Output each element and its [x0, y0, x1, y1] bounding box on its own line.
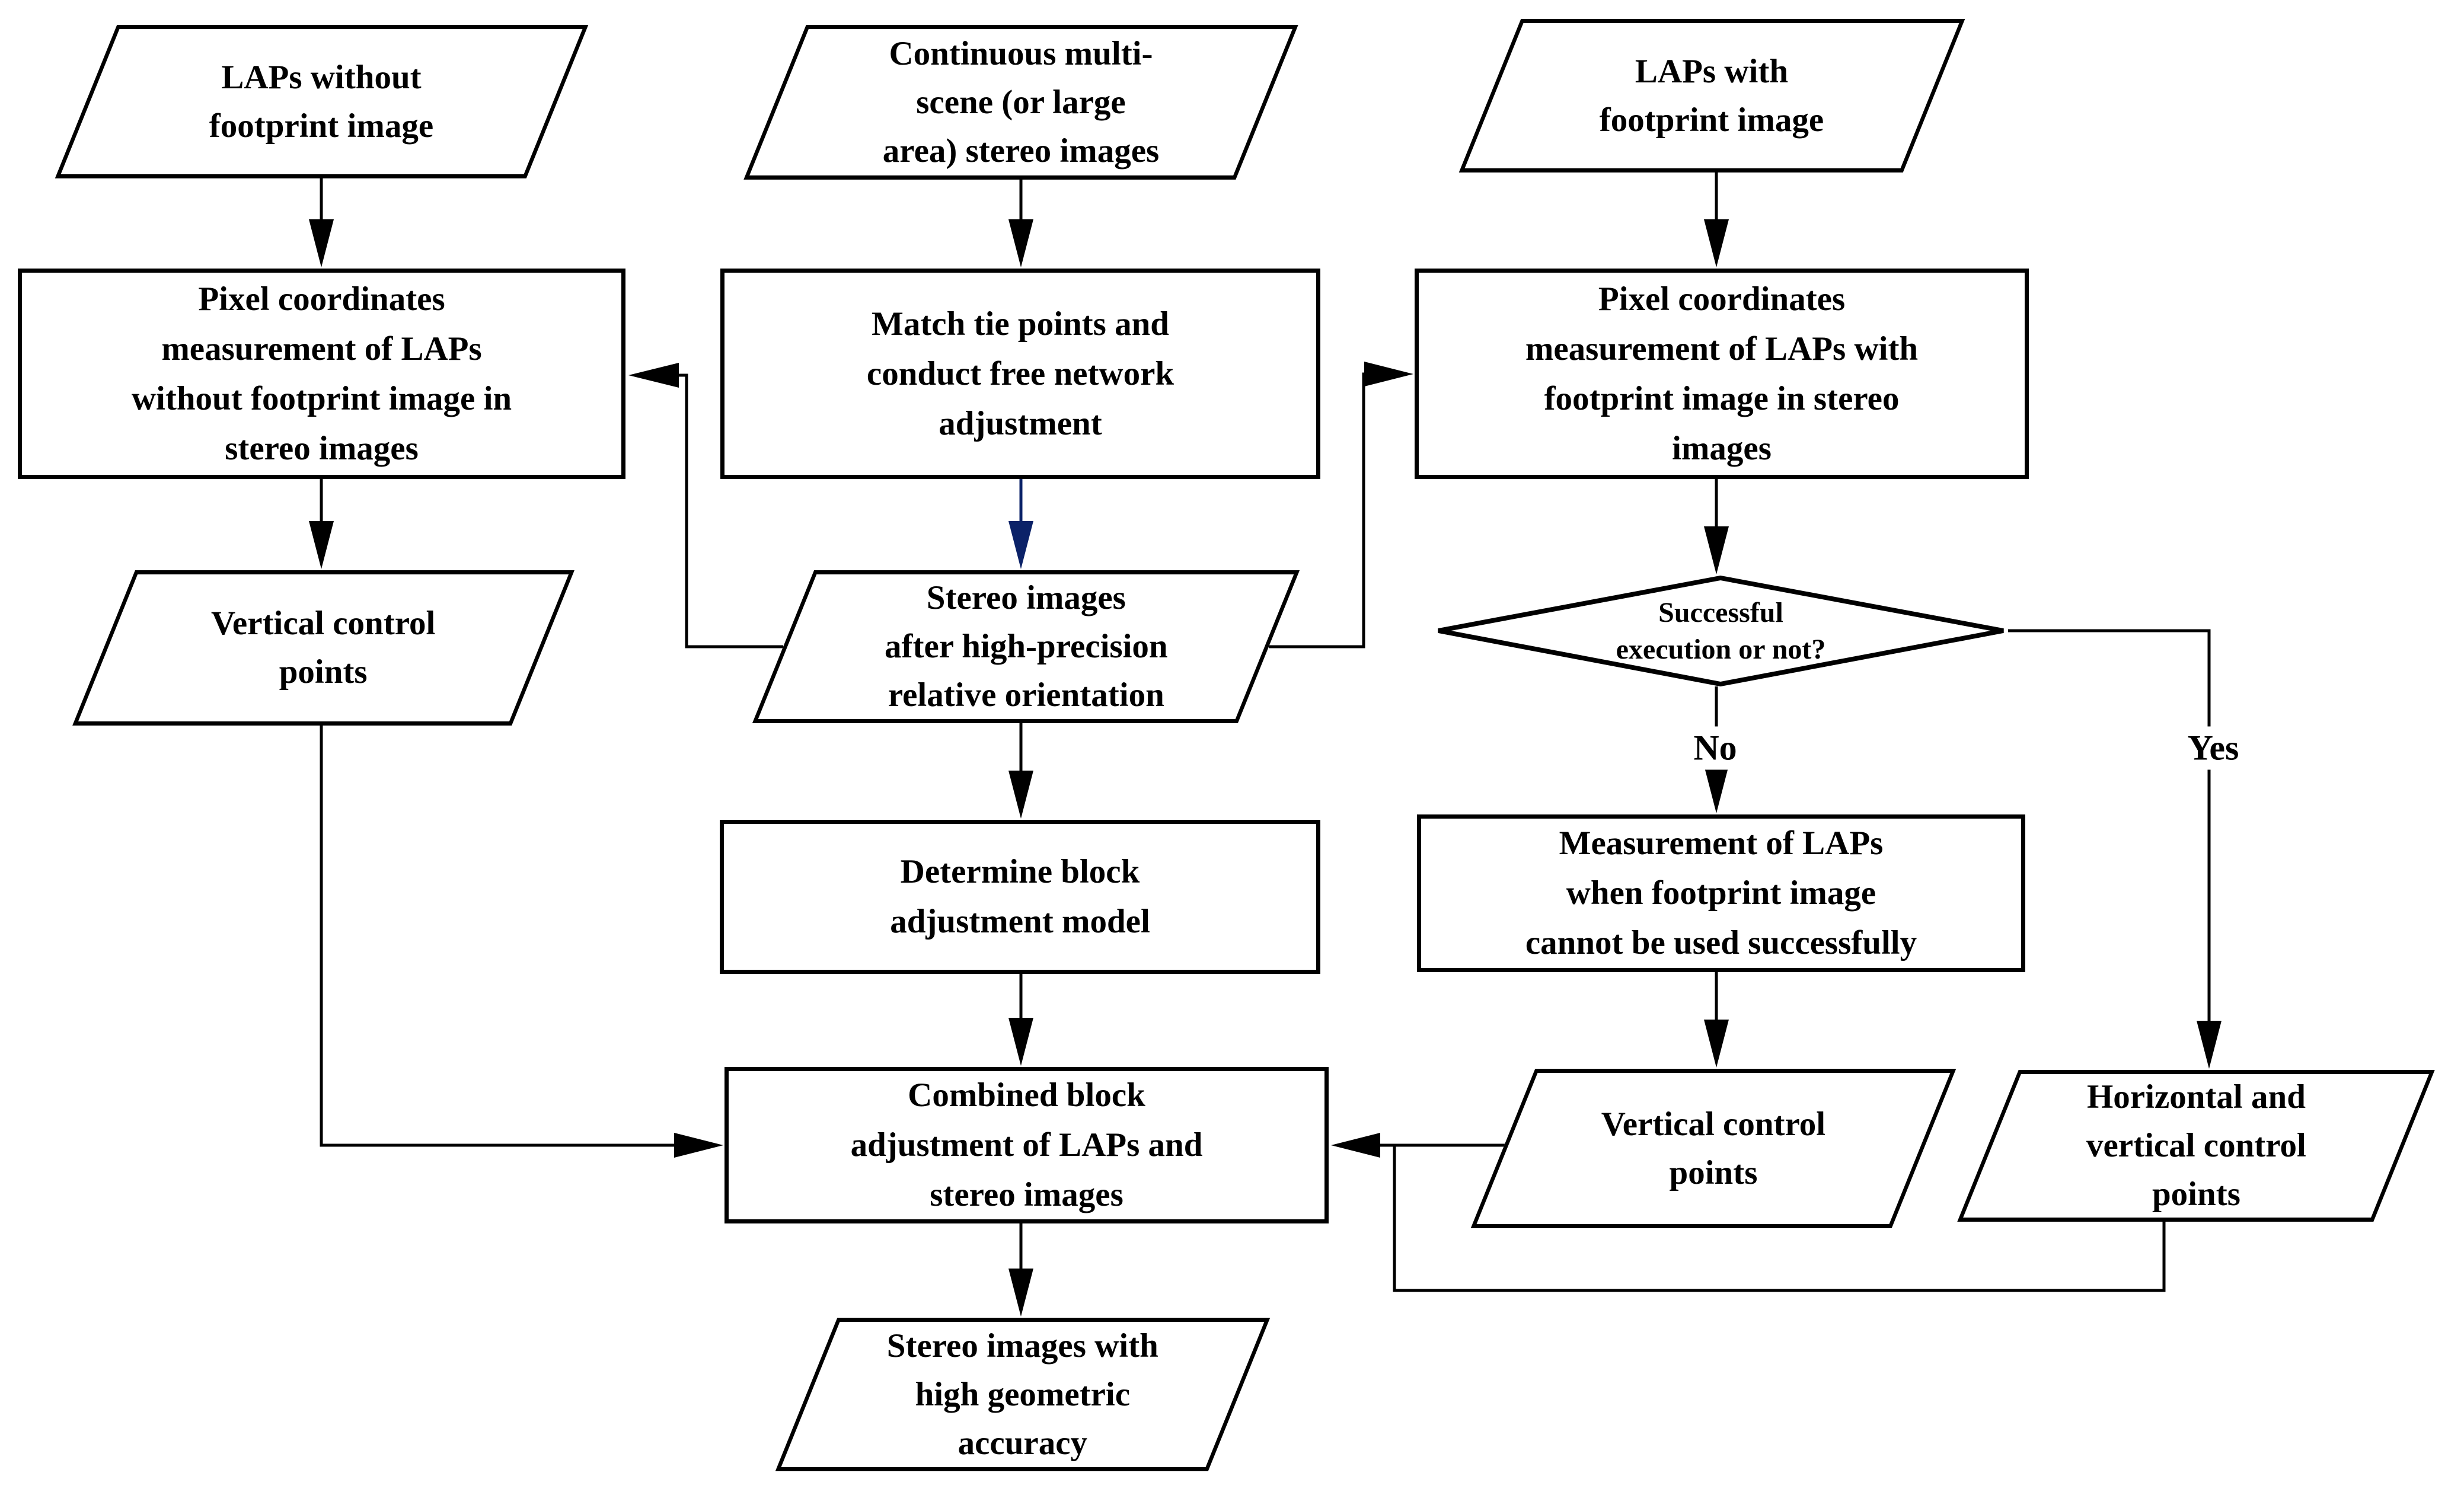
node-stereo-after-relative-orientation-label: Stereo images after high-precision relat…	[884, 579, 1168, 714]
node-pixel-coords-without: Pixel coordinates measurement of LAPs wi…	[18, 269, 625, 479]
node-laps-with-footprint: LAPs with footprint image	[1458, 19, 1965, 172]
node-vertical-control-points-left: Vertical control points	[72, 570, 574, 726]
node-pixel-coords-with: Pixel coordinates measurement of LAPs wi…	[1415, 269, 2029, 479]
node-horizontal-vertical-control-points-label: Horizontal and vertical control points	[2086, 1078, 2306, 1213]
edge-pixel-without-to-vcp-left	[309, 479, 334, 569]
node-output-stereo-images: Stereo images with high geometric accura…	[775, 1318, 1271, 1471]
node-vertical-control-points-left-label: Vertical control points	[211, 605, 436, 691]
edge-stereo-after-to-determine-model	[1008, 723, 1033, 819]
edge-vcp-right-to-combined	[1331, 1133, 1506, 1158]
edge-laps-without-to-pixel-without	[309, 178, 334, 267]
edge-decision-yes-to-hvcp	[2008, 629, 2222, 1069]
edge-vcp-left-to-combined	[320, 726, 723, 1158]
edge-hvcp-to-combined	[1393, 1145, 2166, 1292]
decision-no-label: No	[1685, 726, 1745, 770]
node-determine-block-model-label: Determine block adjustment model	[890, 853, 1150, 940]
node-laps-without-footprint-label: LAPs without footprint image	[209, 58, 434, 145]
node-match-tie-points: Match tie points and conduct free networ…	[720, 269, 1320, 479]
node-combined-block-adjustment: Combined block adjustment of LAPs and st…	[724, 1067, 1329, 1223]
node-determine-block-model: Determine block adjustment model	[720, 820, 1320, 974]
edge-determine-model-to-combined	[1008, 974, 1033, 1066]
node-combined-block-adjustment-label: Combined block adjustment of LAPs and st…	[850, 1076, 1203, 1213]
edge-match-tie-to-stereo-after	[1008, 479, 1033, 569]
node-laps-with-footprint-label: LAPs with footprint image	[1600, 52, 1824, 139]
node-vertical-control-points-right: Vertical control points	[1470, 1069, 1956, 1228]
decision-yes-label: Yes	[2179, 726, 2248, 770]
node-measurement-when-fail: Measurement of LAPs when footprint image…	[1417, 814, 2025, 972]
edge-stereo-after-to-pixel-without	[628, 363, 783, 648]
node-pixel-coords-with-label: Pixel coordinates measurement of LAPs wi…	[1525, 280, 1919, 467]
edge-laps-with-to-pixel-with	[1704, 172, 1729, 267]
node-match-tie-points-label: Match tie points and conduct free networ…	[866, 305, 1174, 442]
node-continuous-stereo-images-label: Continuous multi- scene (or large area) …	[882, 34, 1160, 170]
edge-continuous-stereo-to-match-tie	[1008, 180, 1033, 267]
decision-diamond-shape	[1438, 576, 2004, 686]
node-success-decision: Successful execution or not?	[1434, 576, 2008, 686]
node-horizontal-vertical-control-points: Horizontal and vertical control points	[1957, 1070, 2435, 1222]
node-output-stereo-images-label: Stereo images with high geometric accura…	[886, 1327, 1159, 1462]
node-vertical-control-points-right-label: Vertical control points	[1601, 1105, 1826, 1191]
node-laps-without-footprint: LAPs without footprint image	[55, 25, 589, 178]
edge-measurement-to-vcp-right	[1704, 972, 1729, 1068]
node-continuous-stereo-images: Continuous multi- scene (or large area) …	[743, 25, 1298, 180]
node-success-decision-label: Successful execution or not?	[1616, 596, 1826, 665]
edge-stereo-after-to-pixel-with	[1269, 362, 1413, 648]
node-pixel-coords-without-label: Pixel coordinates measurement of LAPs wi…	[131, 280, 512, 467]
node-stereo-after-relative-orientation: Stereo images after high-precision relat…	[752, 570, 1300, 723]
edge-combined-to-output	[1008, 1223, 1033, 1317]
edge-pixel-with-to-decision	[1704, 479, 1729, 574]
node-measurement-when-fail-label: Measurement of LAPs when footprint image…	[1525, 825, 1917, 961]
